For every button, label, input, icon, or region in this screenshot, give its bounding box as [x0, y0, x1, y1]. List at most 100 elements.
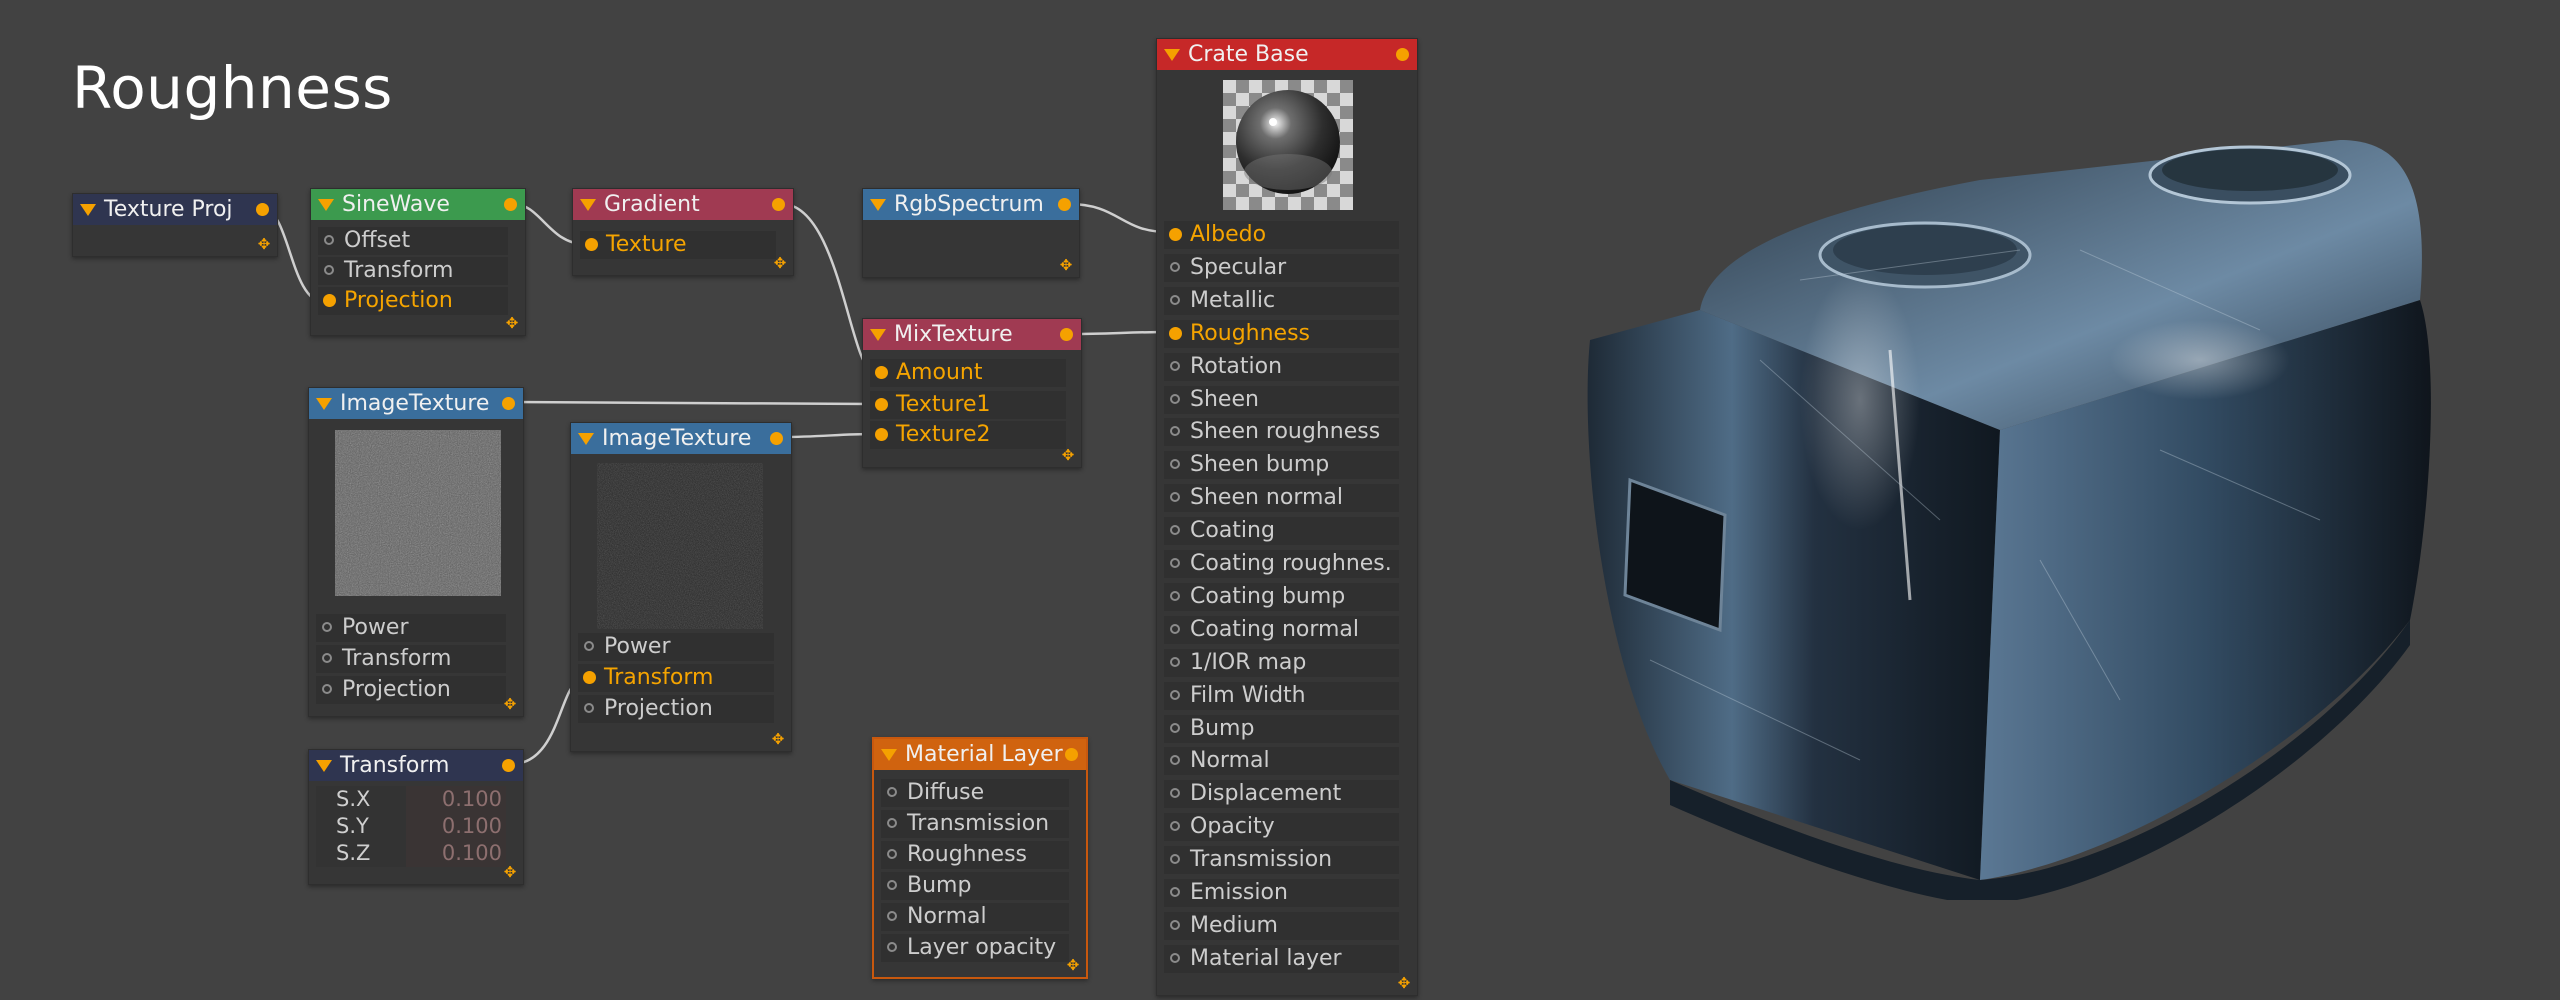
collapse-triangle-icon[interactable] [1164, 49, 1180, 61]
input-port[interactable] [1170, 788, 1180, 799]
input-port[interactable] [1170, 722, 1180, 733]
output-port[interactable] [502, 397, 515, 410]
input-normal[interactable]: Normal [1164, 747, 1399, 776]
resize-handle-icon[interactable]: ✥ [505, 314, 519, 332]
input-power[interactable]: Power [578, 633, 774, 661]
resize-handle-icon[interactable]: ✥ [503, 863, 517, 881]
input-port[interactable] [1170, 525, 1180, 536]
collapse-triangle-icon[interactable] [580, 199, 596, 211]
input-metallic[interactable]: Metallic [1164, 286, 1399, 315]
input-port[interactable] [1170, 689, 1180, 700]
resize-handle-icon[interactable]: ✥ [1059, 256, 1073, 274]
input-port[interactable] [1170, 294, 1180, 305]
input-port[interactable] [1170, 360, 1180, 371]
input-port[interactable] [875, 398, 888, 411]
resize-handle-icon[interactable]: ✥ [503, 695, 517, 713]
node-texture-proj[interactable]: Texture Proj ✥ [72, 193, 278, 257]
collapse-triangle-icon[interactable] [870, 329, 886, 341]
input-port[interactable] [585, 238, 598, 251]
input-coating-bump[interactable]: Coating bump [1164, 582, 1399, 611]
node-header[interactable]: ImageTexture [309, 388, 523, 419]
input-transform[interactable]: Transform [316, 645, 506, 673]
output-port[interactable] [1396, 48, 1409, 61]
resize-handle-icon[interactable]: ✥ [257, 235, 271, 253]
input-port[interactable] [1170, 426, 1180, 437]
output-port[interactable] [256, 203, 269, 216]
input-port[interactable] [875, 428, 888, 441]
input-diffuse[interactable]: Diffuse [881, 779, 1069, 807]
input-opacity[interactable]: Opacity [1164, 813, 1399, 842]
input-port[interactable] [1170, 952, 1180, 963]
input-port[interactable] [1170, 492, 1180, 503]
collapse-triangle-icon[interactable] [318, 199, 334, 211]
input-albedo[interactable]: Albedo [1164, 221, 1399, 249]
collapse-triangle-icon[interactable] [316, 398, 332, 410]
input-port[interactable] [1170, 755, 1180, 766]
input-material-layer[interactable]: Material layer [1164, 944, 1399, 973]
node-mixtexture[interactable]: MixTexture Amount Texture1 Texture2 ✥ [862, 318, 1082, 468]
input-normal[interactable]: Normal [881, 903, 1069, 931]
input-bump[interactable]: Bump [1164, 714, 1399, 743]
resize-handle-icon[interactable]: ✥ [1061, 446, 1075, 464]
node-header[interactable]: Crate Base [1157, 39, 1417, 70]
node-header[interactable]: RgbSpectrum [863, 189, 1079, 220]
field-value[interactable]: 0.100 [406, 813, 506, 840]
input-port[interactable] [584, 703, 594, 713]
input-port[interactable] [887, 880, 897, 890]
input-port[interactable] [1170, 261, 1180, 272]
input-texture2[interactable]: Texture2 [870, 421, 1066, 449]
collapse-triangle-icon[interactable] [316, 760, 332, 772]
input-film-width[interactable]: Film Width [1164, 681, 1399, 710]
input-port[interactable] [1170, 919, 1180, 930]
input-port[interactable] [584, 641, 594, 651]
input-projection[interactable]: Projection [578, 695, 774, 723]
input-projection[interactable]: Projection [316, 676, 506, 704]
input-sheen[interactable]: Sheen [1164, 385, 1399, 414]
node-header[interactable]: Texture Proj [73, 194, 277, 225]
input-port[interactable] [1170, 656, 1180, 667]
resize-handle-icon[interactable]: ✥ [771, 730, 785, 748]
input-offset[interactable]: Offset [318, 227, 508, 255]
output-port[interactable] [1065, 748, 1078, 761]
input-sheen-roughness[interactable]: Sheen roughness [1164, 418, 1399, 447]
input-amount[interactable]: Amount [870, 359, 1066, 387]
input-medium[interactable]: Medium [1164, 911, 1399, 940]
input-port[interactable] [887, 818, 897, 828]
input-transform[interactable]: Transform [578, 664, 774, 692]
input-port[interactable] [324, 265, 334, 275]
resize-handle-icon[interactable]: ✥ [1066, 956, 1080, 974]
output-port[interactable] [504, 198, 517, 211]
output-port[interactable] [772, 198, 785, 211]
node-header[interactable]: Gradient [573, 189, 793, 220]
input-port[interactable] [1169, 326, 1182, 340]
input-bump[interactable]: Bump [881, 872, 1069, 900]
node-header[interactable]: MixTexture [863, 319, 1081, 350]
node-imagetexture-1[interactable]: ImageTexture Power Transform Projection … [308, 387, 524, 717]
input-roughness[interactable]: Roughness [1164, 319, 1399, 348]
field-value[interactable]: 0.100 [406, 840, 506, 867]
input-sheen-bump[interactable]: Sheen bump [1164, 451, 1399, 480]
input-port[interactable] [322, 684, 332, 694]
input-port[interactable] [1170, 459, 1180, 470]
input-port[interactable] [887, 787, 897, 797]
input-port[interactable] [322, 622, 332, 632]
input-coating-normal[interactable]: Coating normal [1164, 615, 1399, 644]
input-texture1[interactable]: Texture1 [870, 391, 1066, 419]
input-texture[interactable]: Texture [580, 231, 776, 259]
input-power[interactable]: Power [316, 614, 506, 642]
node-header[interactable]: SineWave [311, 189, 525, 220]
input-port[interactable] [1170, 887, 1180, 897]
input-port[interactable] [1170, 393, 1180, 404]
input-roughness[interactable]: Roughness [881, 841, 1069, 869]
output-port[interactable] [1058, 198, 1071, 211]
input-port[interactable] [875, 366, 888, 379]
collapse-triangle-icon[interactable] [881, 749, 897, 761]
input-emission[interactable]: Emission [1164, 879, 1399, 907]
input-transmission[interactable]: Transmission [1164, 846, 1399, 875]
input-port[interactable] [1169, 228, 1182, 241]
input-layer-opacity[interactable]: Layer opacity [881, 934, 1069, 962]
